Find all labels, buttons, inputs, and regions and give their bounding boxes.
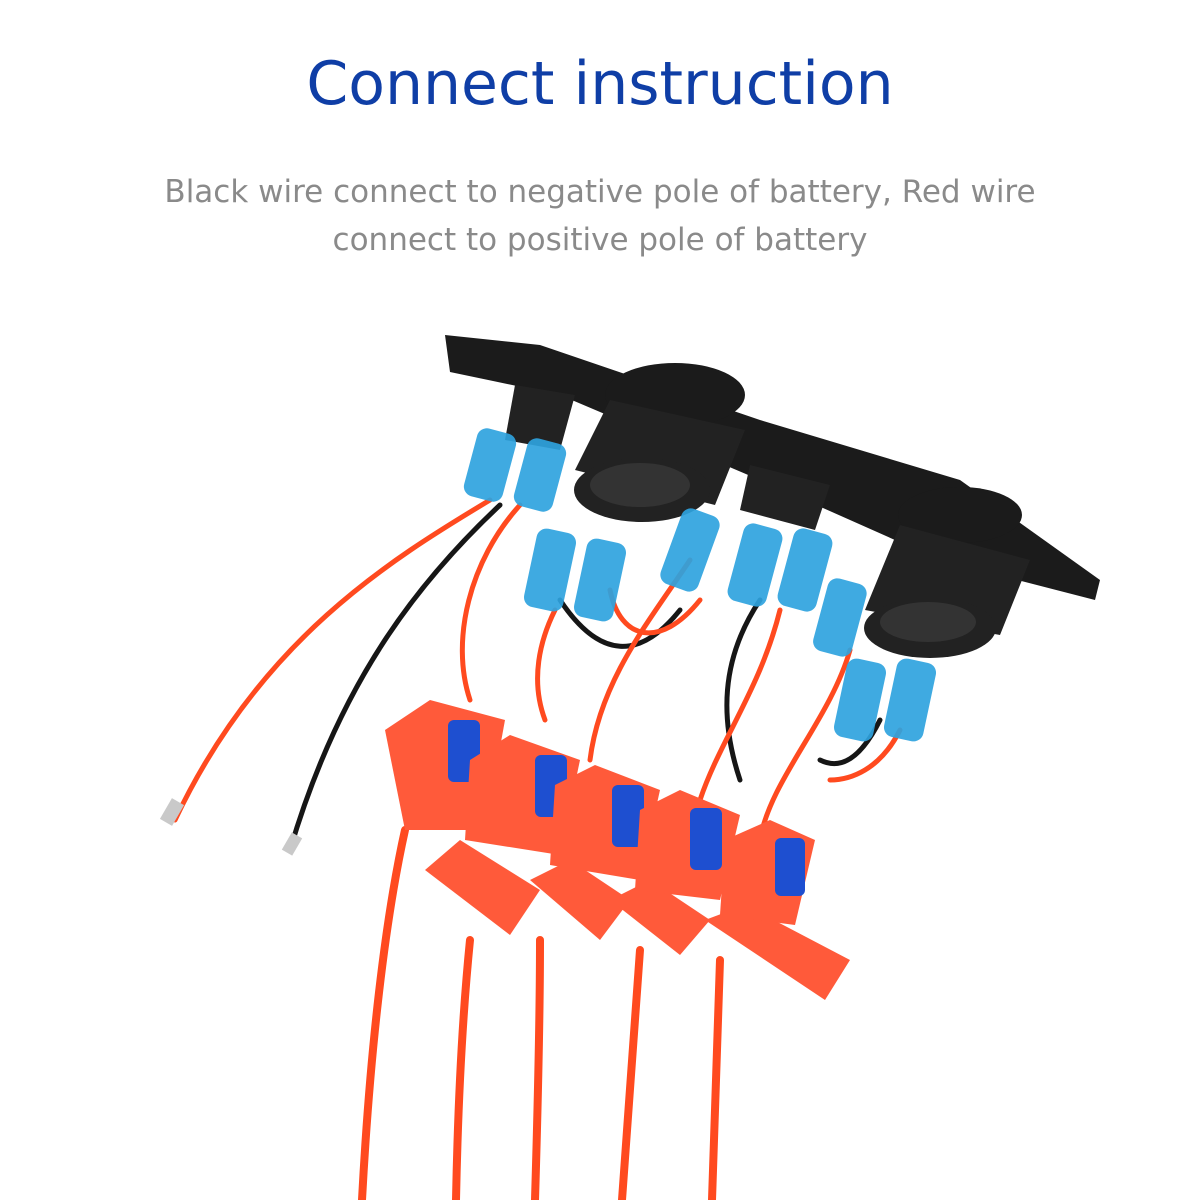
small-switch-block [505,385,830,530]
bare-wire-tips [159,798,303,856]
fuse-holder-3 [550,765,710,955]
product-image [0,300,1200,1204]
blue-terminals [463,428,937,742]
wiring-instruction-text: Black wire connect to negative pole of b… [164,174,1036,258]
socket-1 [574,363,745,522]
fuse-holder-5 [720,820,815,925]
switch-panel-wiring-illustration [159,335,1100,1204]
page-title: Connect instruction [306,49,894,119]
output-wires [358,826,724,1204]
socket-2 [864,487,1030,658]
fuse-holder-4 [635,790,850,1000]
inline-fuse-holders [385,700,850,1000]
fuse-holder-2 [465,735,630,940]
